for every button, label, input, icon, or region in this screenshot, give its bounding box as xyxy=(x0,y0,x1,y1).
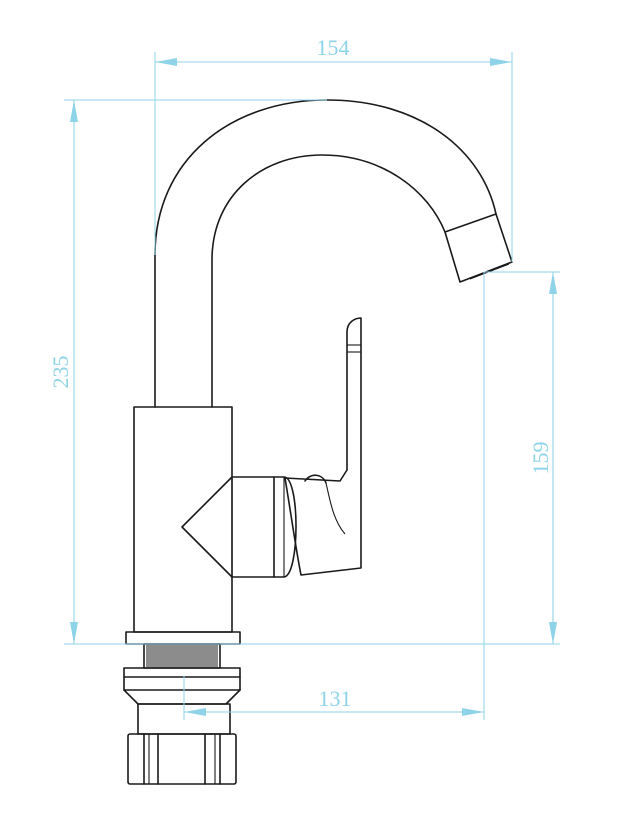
dim-spout-reach: 131 xyxy=(183,272,485,720)
faucet-body xyxy=(133,406,233,633)
dim-overall-height: 235 xyxy=(48,99,560,645)
connector-nut xyxy=(127,733,237,785)
valve-cartridge xyxy=(181,476,275,578)
spout xyxy=(154,99,497,408)
threaded-shank xyxy=(143,643,221,669)
faucet-outline xyxy=(123,99,513,785)
lock-nut xyxy=(123,667,241,705)
mounting-flange xyxy=(125,631,241,645)
lever-handle xyxy=(284,317,362,576)
dim-spout-height: 159 xyxy=(484,271,560,644)
dim-label-spout-reach: 131 xyxy=(319,686,352,711)
dimension-annotations: 154 235 159 131 xyxy=(48,35,560,720)
dim-label-overall-width: 154 xyxy=(317,35,350,60)
dim-overall-width: 154 xyxy=(154,35,513,262)
dim-label-overall-height: 235 xyxy=(48,356,73,389)
dim-label-spout-height: 159 xyxy=(528,442,553,475)
